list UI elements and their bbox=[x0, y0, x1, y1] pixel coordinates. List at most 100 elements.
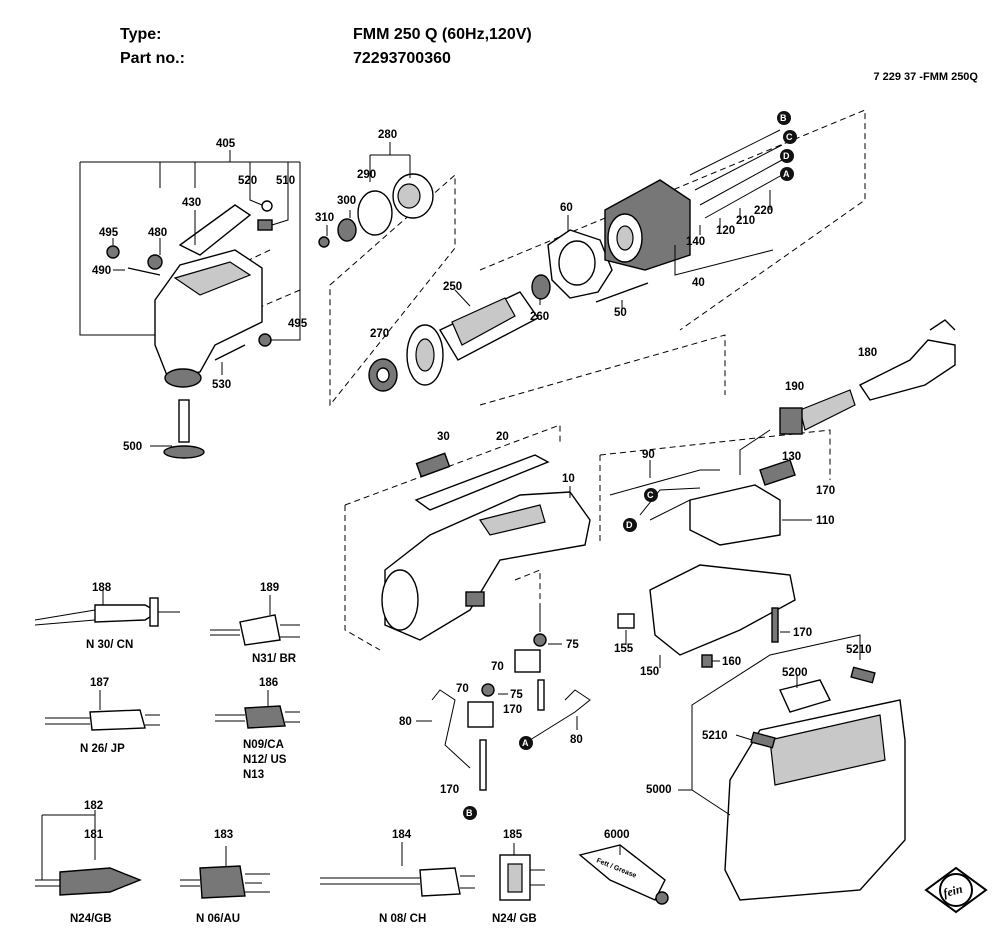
callout-430: 430 bbox=[182, 197, 201, 209]
motor-housing-10 bbox=[381, 486, 591, 641]
callout-5210-right: 5210 bbox=[846, 644, 872, 656]
callout-495-top: 495 bbox=[99, 227, 119, 239]
marker-top-c: C bbox=[786, 132, 793, 142]
callout-500: 500 bbox=[123, 441, 142, 453]
brush-holders-70-80 bbox=[416, 608, 591, 791]
callout-495-side: 495 bbox=[288, 318, 308, 330]
caption-n31-br: N31/ BR bbox=[252, 653, 297, 665]
callout-530: 530 bbox=[212, 379, 231, 391]
callout-186: 186 bbox=[259, 677, 278, 689]
callout-5200: 5200 bbox=[782, 667, 808, 679]
marker-low-a: A bbox=[522, 738, 529, 748]
fan-baffle-60 bbox=[547, 215, 613, 299]
caption-n08-ch: N 08/ CH bbox=[379, 913, 426, 925]
callout-510: 510 bbox=[276, 175, 295, 187]
callout-170-bottom: 170 bbox=[440, 784, 459, 796]
logo-wordmark: fein bbox=[942, 882, 965, 901]
callout-480: 480 bbox=[148, 227, 167, 239]
callout-290: 290 bbox=[357, 169, 376, 181]
lower-housing-150 bbox=[617, 564, 796, 668]
callout-120: 120 bbox=[716, 225, 735, 237]
callout-160: 160 bbox=[722, 656, 741, 668]
grease-tube-6000 bbox=[578, 844, 669, 905]
plug-variant-185 bbox=[499, 843, 545, 901]
callout-490: 490 bbox=[92, 265, 111, 277]
callout-90: 90 bbox=[642, 449, 655, 461]
callout-310: 310 bbox=[315, 212, 334, 224]
marker-top-b: B bbox=[780, 113, 787, 123]
callout-185: 185 bbox=[503, 829, 523, 841]
callout-182: 182 bbox=[84, 800, 103, 812]
callout-270: 270 bbox=[370, 328, 389, 340]
gear-head-housing bbox=[106, 200, 273, 388]
head-leader-lines bbox=[79, 150, 301, 447]
switch-slider-20-30 bbox=[414, 452, 550, 511]
callout-183: 183 bbox=[214, 829, 233, 841]
assembly-guide-lines bbox=[164, 109, 866, 651]
callout-80-right: 80 bbox=[570, 734, 583, 746]
callout-220: 220 bbox=[754, 205, 773, 217]
callout-130: 130 bbox=[782, 451, 801, 463]
callout-10: 10 bbox=[562, 473, 575, 485]
callout-184: 184 bbox=[392, 829, 412, 841]
callout-180: 180 bbox=[858, 347, 877, 359]
field-winding-40 bbox=[595, 129, 783, 310]
caption-n24-gb-left: N24/GB bbox=[70, 913, 112, 925]
cord-guard-190 bbox=[779, 389, 856, 435]
plug-variant-186 bbox=[215, 690, 300, 729]
callout-110: 110 bbox=[816, 515, 835, 527]
switch-assembly-110 bbox=[609, 429, 812, 546]
callout-70-upper: 70 bbox=[491, 661, 504, 673]
callout-150: 150 bbox=[640, 666, 659, 678]
carrying-case-5000 bbox=[678, 634, 906, 901]
callout-80-left: 80 bbox=[399, 716, 412, 728]
plug-variant-181-182 bbox=[35, 810, 142, 896]
callout-70-lower: 70 bbox=[456, 683, 469, 695]
caption-n09-ca: N09/CA bbox=[243, 739, 284, 751]
type-value: FMM 250 Q (60Hz,120V) bbox=[353, 26, 532, 43]
marker-top-a: A bbox=[783, 169, 790, 179]
clamping-flange bbox=[163, 399, 205, 459]
callout-30: 30 bbox=[437, 431, 450, 443]
power-cord-plug-180 bbox=[858, 319, 956, 401]
caption-n26-jp: N 26/ JP bbox=[80, 743, 125, 755]
callout-155: 155 bbox=[614, 643, 634, 655]
callout-40: 40 bbox=[692, 277, 705, 289]
plug-variant-187 bbox=[45, 690, 160, 731]
callout-181: 181 bbox=[84, 829, 104, 841]
callout-20: 20 bbox=[496, 431, 509, 443]
plug-variant-189 bbox=[210, 595, 300, 646]
callout-188: 188 bbox=[92, 582, 112, 594]
callout-75-lower: 75 bbox=[510, 689, 523, 701]
callout-5000: 5000 bbox=[646, 784, 672, 796]
callout-187: 187 bbox=[90, 677, 109, 689]
callout-520: 520 bbox=[238, 175, 257, 187]
bearing-cover-280 bbox=[318, 142, 434, 248]
callout-280: 280 bbox=[378, 129, 397, 141]
caption-n24-gb-right: N24/ GB bbox=[492, 913, 537, 925]
armature-250 bbox=[368, 274, 551, 392]
callout-170-base: 170 bbox=[793, 627, 812, 639]
caption-n12-us: N12/ US bbox=[243, 754, 287, 766]
callout-210: 210 bbox=[736, 215, 755, 227]
plug-variant-184 bbox=[320, 842, 475, 897]
caption-n30-cn: N 30/ CN bbox=[86, 639, 133, 651]
caption-n06-au: N 06/AU bbox=[196, 913, 240, 925]
marker-mid-d: D bbox=[626, 520, 633, 530]
callout-5210-left: 5210 bbox=[702, 730, 728, 742]
type-label: Type: bbox=[120, 26, 162, 43]
callout-60: 60 bbox=[560, 202, 573, 214]
marker-low-b: B bbox=[466, 808, 473, 818]
callout-189: 189 bbox=[260, 582, 279, 594]
callout-300: 300 bbox=[337, 195, 356, 207]
callout-170-switch: 170 bbox=[816, 485, 835, 497]
callout-190: 190 bbox=[785, 381, 804, 393]
callout-75-upper: 75 bbox=[566, 639, 579, 651]
callout-labels: 405 520 510 430 495 480 490 495 530 500 … bbox=[84, 129, 877, 841]
marker-top-d: D bbox=[783, 151, 790, 161]
marker-mid-c: C bbox=[647, 490, 654, 500]
wire-markers: B C D A C D A B bbox=[463, 111, 797, 820]
callout-140: 140 bbox=[686, 236, 705, 248]
plug-variant-183 bbox=[180, 846, 270, 899]
